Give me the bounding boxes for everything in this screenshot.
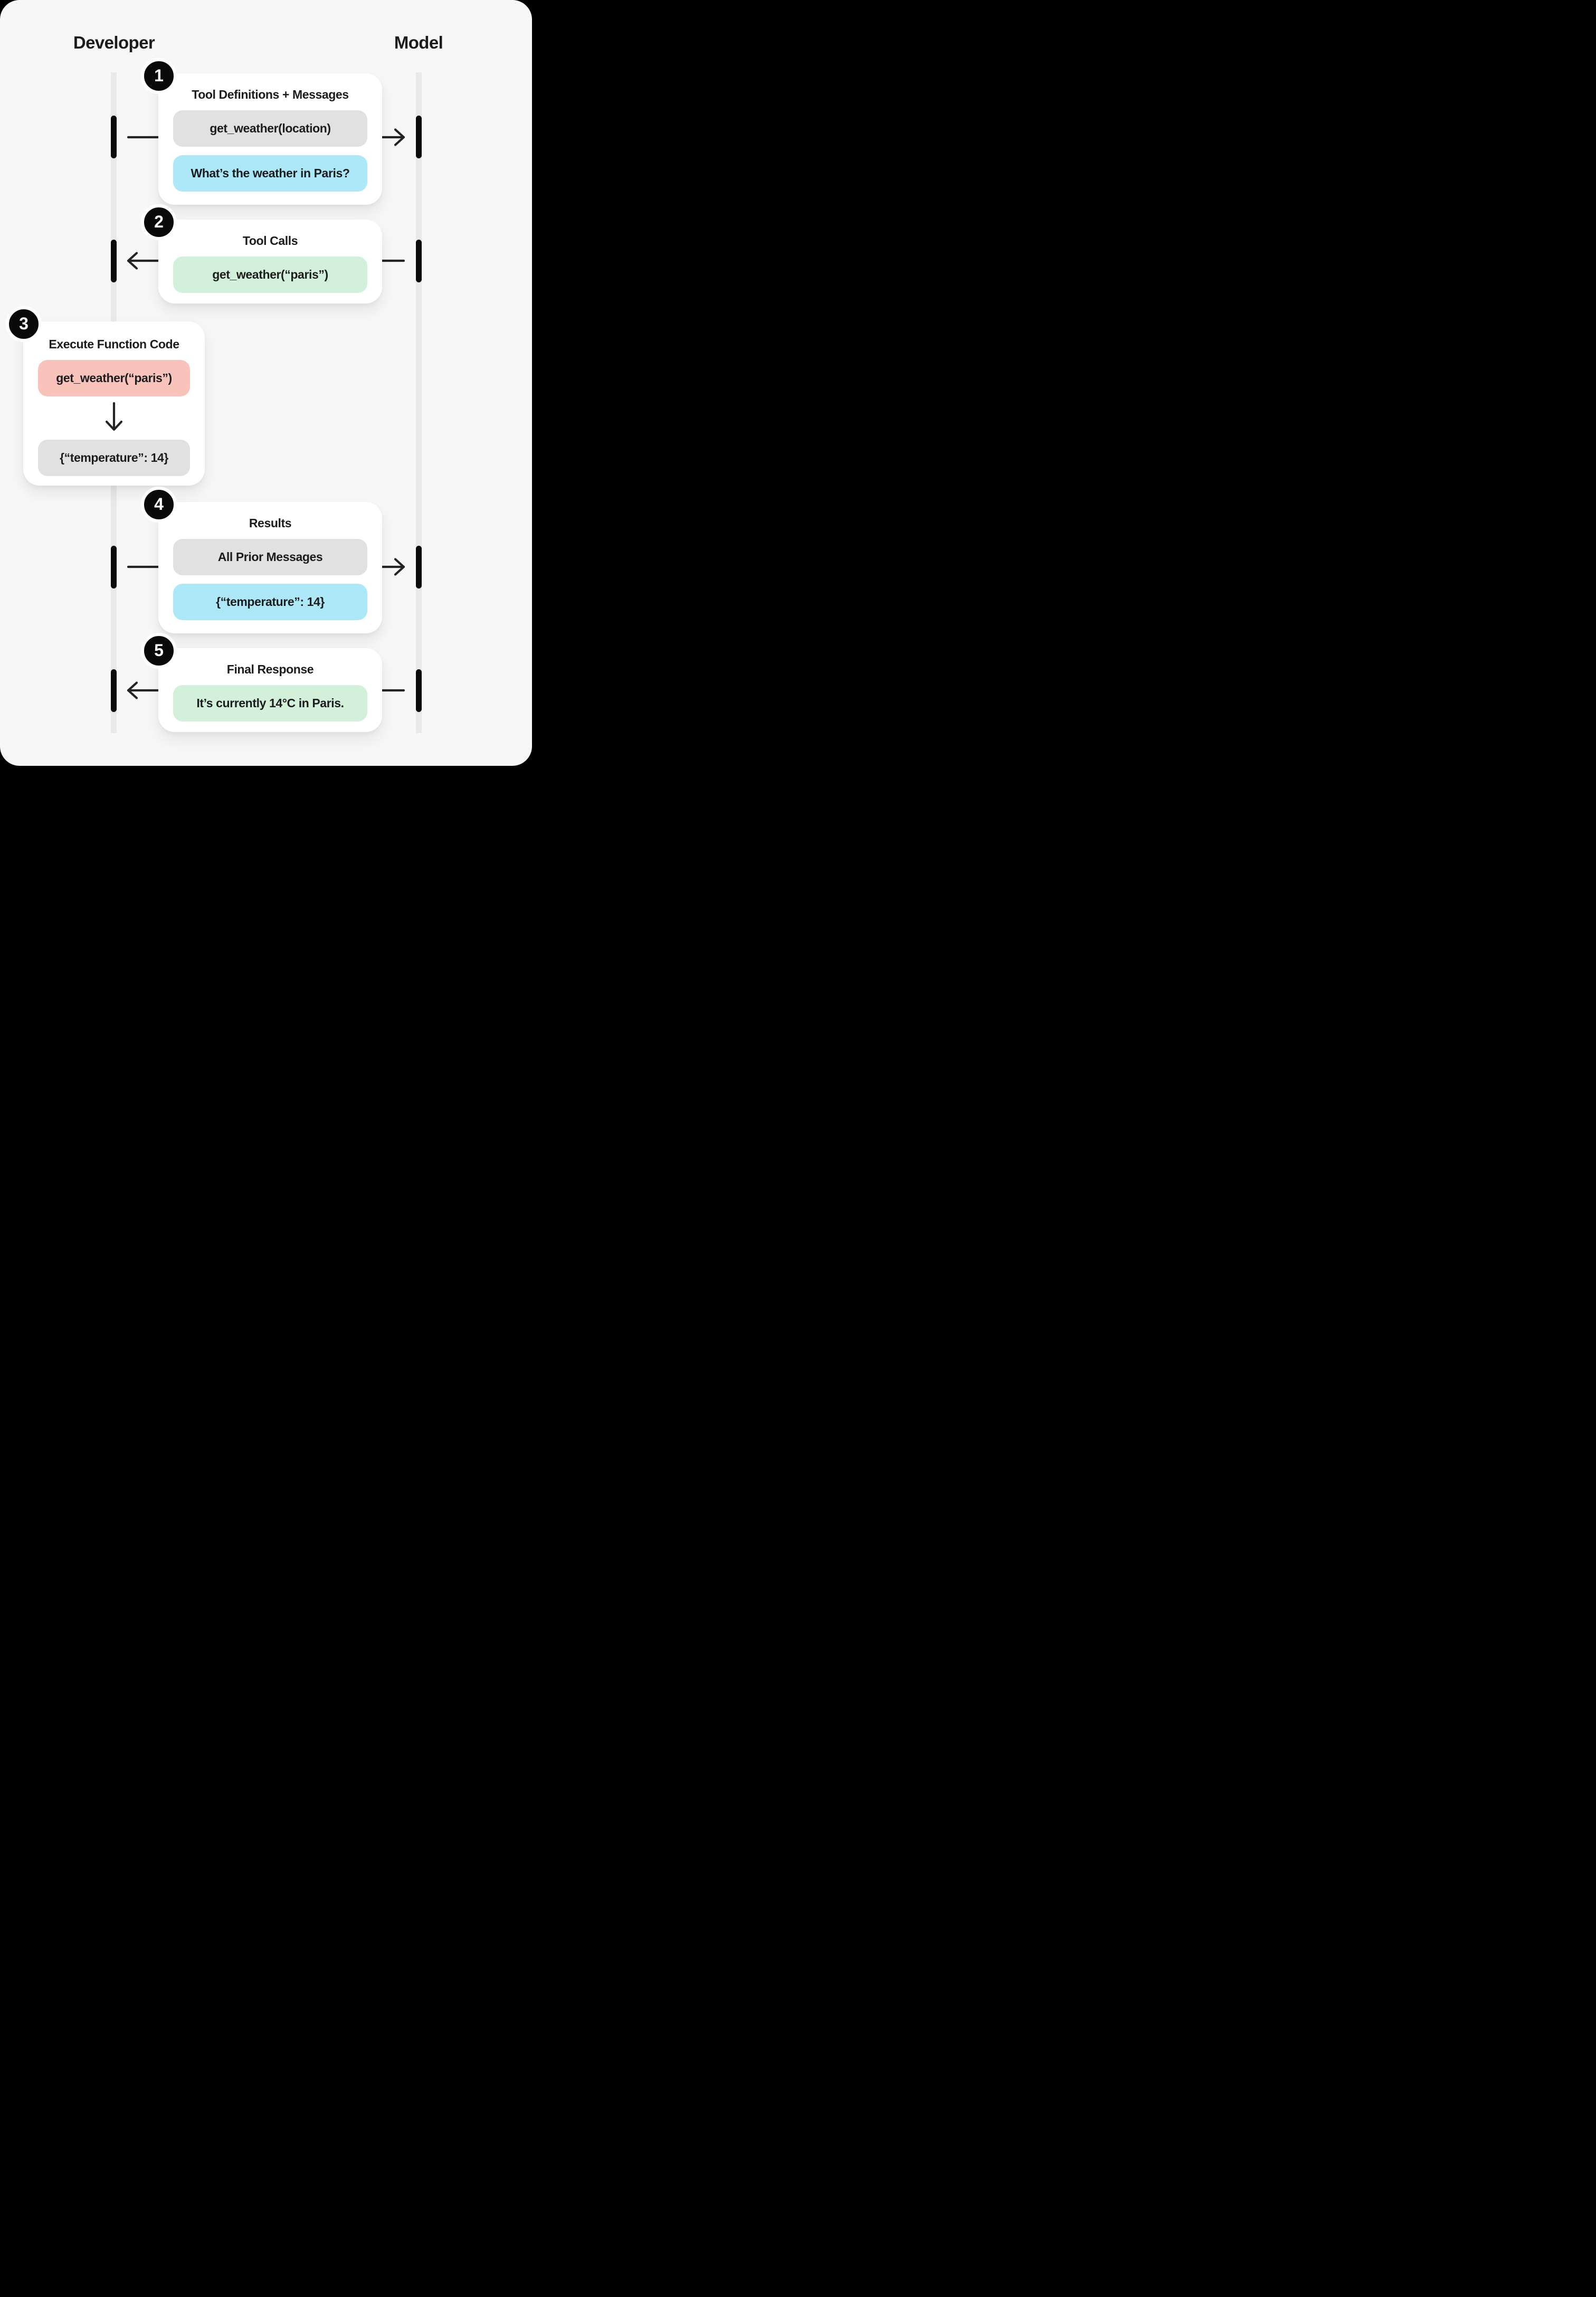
model-activation-bar-step5 (416, 669, 422, 712)
lane-title-developer: Developer (73, 33, 155, 52)
developer-activation-bar-step2 (111, 240, 117, 282)
function-execution-pill: get_weather(“paris”) (38, 360, 190, 396)
function-calling-diagram: Developer Model 1 Tool Definitions + Mes… (0, 0, 532, 766)
model-activation-bar-step2 (416, 240, 422, 282)
tool-result-pill: {“temperature”: 14} (173, 584, 367, 620)
step-card-execute-function: 3 Execute Function Code get_weather(“par… (6, 306, 205, 486)
step-card-final-response: 5 Final Response It’s currently 14°C in … (141, 633, 382, 732)
card-title: Tool Definitions + Messages (192, 88, 349, 101)
assistant-message-pill: It’s currently 14°C in Paris. (173, 685, 367, 722)
step-number-badge: 3 (6, 306, 42, 342)
step-number-badge: 1 (141, 58, 177, 94)
arrow-down-icon (105, 402, 123, 431)
step-card-tool-definitions: 1 Tool Definitions + Messages get_weathe… (141, 58, 382, 205)
card-title: Execute Function Code (49, 337, 179, 351)
developer-activation-bar-step5 (111, 669, 117, 712)
step-card-results: 4 Results All Prior Messages {“temperatu… (141, 487, 382, 633)
tool-definition-pill: get_weather(location) (173, 110, 367, 147)
lane-title-model: Model (394, 33, 443, 52)
card-title: Results (249, 516, 292, 530)
prior-messages-pill: All Prior Messages (173, 539, 367, 575)
model-activation-bar-step1 (416, 116, 422, 158)
tool-call-pill: get_weather(“paris”) (173, 257, 367, 293)
developer-activation-bar-step1 (111, 116, 117, 158)
step-card-tool-calls: 2 Tool Calls get_weather(“paris”) (141, 204, 382, 303)
model-lifeline (416, 72, 422, 733)
model-activation-bar-step4 (416, 546, 422, 589)
step-number-badge: 5 (141, 633, 177, 669)
user-message-pill: What’s the weather in Paris? (173, 155, 367, 192)
step-number-badge: 4 (141, 487, 177, 523)
card-title: Final Response (226, 662, 314, 676)
step-number-badge: 2 (141, 204, 177, 240)
developer-activation-bar-step4 (111, 546, 117, 589)
function-output-pill: {“temperature”: 14} (38, 440, 190, 476)
card-title: Tool Calls (242, 234, 298, 248)
